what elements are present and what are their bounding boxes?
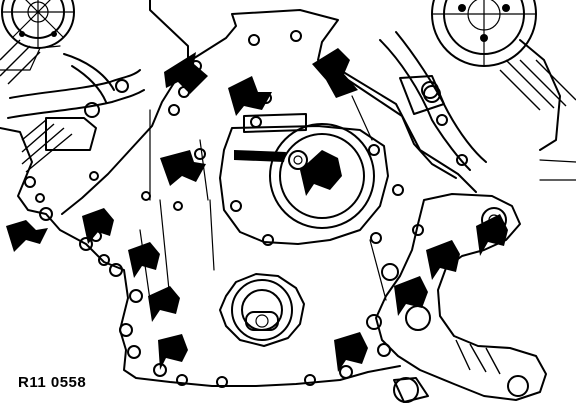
arrow-bottom-right <box>334 332 368 372</box>
arrow-top-left <box>164 52 208 94</box>
figure-reference-code: R11 0558 <box>18 374 87 391</box>
arrow-top-right <box>312 48 358 98</box>
arrow-left-mid <box>82 208 114 244</box>
arrow-right-upper <box>476 214 508 256</box>
left-chain-guide <box>7 53 145 173</box>
crankshaft-seal <box>219 273 305 347</box>
arrow-mid-left <box>160 150 206 186</box>
arrow-top-center <box>228 76 272 116</box>
arrow-left-bottom-1 <box>148 286 180 322</box>
bolt-arrows <box>6 48 508 372</box>
arrow-right-lower <box>394 276 428 316</box>
cover-bolts <box>24 30 468 388</box>
arrow-right-mid <box>426 240 460 280</box>
water-pump <box>219 113 389 246</box>
left-camshaft-sprocket <box>1 0 75 49</box>
detail-lines <box>0 39 576 301</box>
arrow-left-upper <box>6 220 48 252</box>
arrow-water-pump <box>300 150 342 196</box>
arrow-left-bottom-2 <box>158 334 188 370</box>
right-camshaft-sprocket <box>431 0 537 67</box>
